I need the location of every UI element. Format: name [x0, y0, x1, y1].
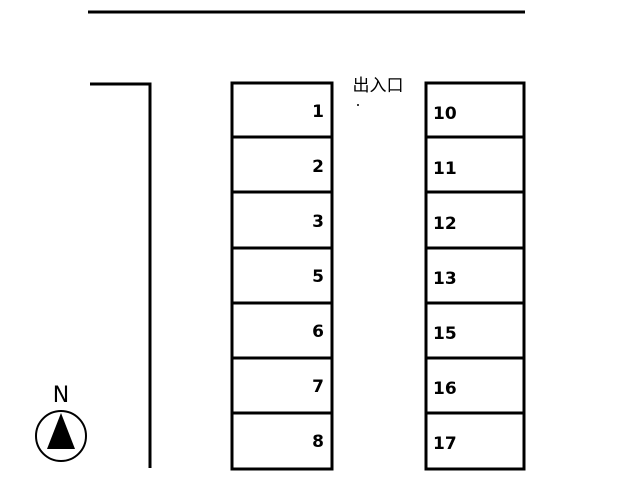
right-parking-row: 10 11 12 13 15 16 17 [424, 81, 526, 471]
parking-space-number: 17 [433, 434, 457, 454]
left-row-outline [230, 81, 334, 471]
right-row-outline [424, 81, 526, 471]
parking-space-number: 5 [312, 267, 324, 287]
parking-space-number: 6 [312, 322, 324, 342]
left-boundary-wall [90, 82, 152, 468]
parking-space-number: 7 [312, 377, 324, 397]
parking-space-number: 15 [433, 324, 457, 344]
north-compass: N [35, 383, 87, 462]
parking-space-number: 1 [312, 102, 324, 122]
entrance-label: 出入口 [353, 76, 404, 96]
parking-space-number: 13 [433, 269, 457, 289]
parking-space-number: 16 [433, 379, 457, 399]
parking-space-number: 2 [312, 157, 324, 177]
north-label: N [53, 383, 69, 408]
parking-space-number: 11 [433, 159, 457, 179]
north-arrow-icon [47, 413, 75, 449]
entrance-marker-dot [357, 104, 359, 106]
parking-space-number: 12 [433, 214, 457, 234]
left-parking-row: 1 2 3 5 6 7 8 [230, 81, 334, 471]
compass-circle [35, 410, 87, 462]
parking-space-number: 3 [312, 212, 324, 232]
parking-space-number: 10 [433, 104, 457, 124]
parking-space-number: 8 [312, 432, 324, 452]
